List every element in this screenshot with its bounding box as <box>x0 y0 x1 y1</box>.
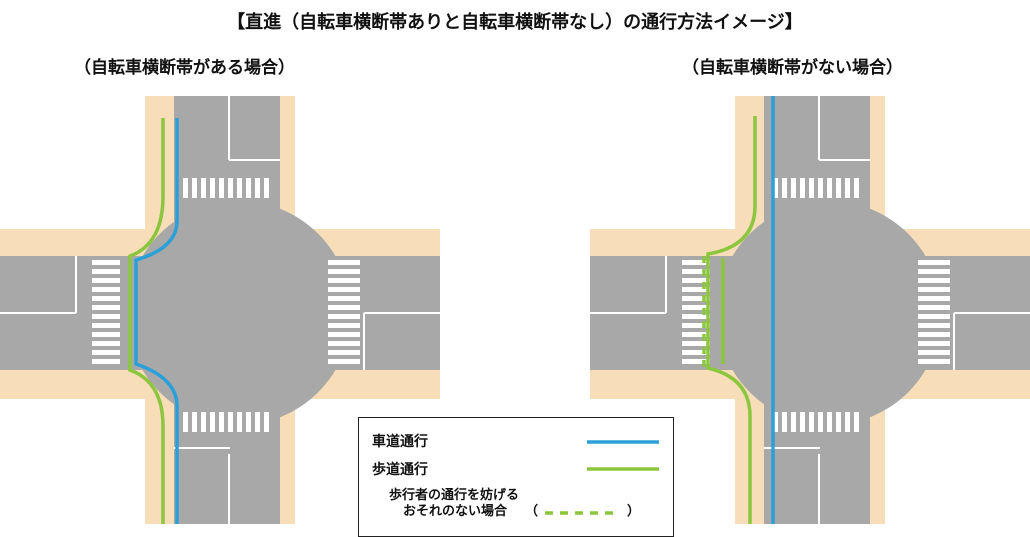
road-surface <box>590 96 1030 524</box>
subtitle-without-bicycle-crossing: （自転車横断帯がない場合） <box>682 58 903 78</box>
crosswalk-west <box>682 260 710 364</box>
crosswalk-south <box>183 412 269 432</box>
legend-dashed-line-sample <box>545 511 619 515</box>
legend-sidewalk-line-sample <box>587 467 659 471</box>
road-markings <box>590 96 1030 524</box>
diagram-title: 【直進（自転車横断帯ありと自転車横断帯なし）の通行方法イメージ】 <box>227 12 803 33</box>
legend-roadway-label: 車道通行 <box>372 434 428 450</box>
legend-note-close-paren: ） <box>627 504 641 519</box>
legend-note-line1: 歩行者の通行を妨げる <box>389 488 520 503</box>
crosswalk-west <box>92 260 120 364</box>
subtitle-with-bicycle-crossing: （自転車横断帯がある場合） <box>74 58 295 78</box>
legend-note-open-paren: （ <box>525 504 539 519</box>
crosswalk-north <box>773 178 859 198</box>
roadway-route-line <box>134 118 179 524</box>
legend-roadway-line-sample <box>587 440 659 444</box>
crosswalk-east <box>328 260 360 364</box>
sidewalk-route-line <box>706 116 757 524</box>
legend-box: 車道通行 歩道通行 歩行者の通行を妨げる おそれのない場合 （ ） <box>358 417 674 537</box>
road-surface <box>0 96 440 524</box>
legend-note-line2: おそれのない場合 <box>403 504 508 519</box>
crosswalk-south <box>773 412 859 432</box>
crosswalk-north <box>183 178 269 198</box>
intersection-without-bicycle-crossing <box>590 96 1030 524</box>
road-markings <box>0 96 440 524</box>
crosswalk-east <box>918 260 950 364</box>
intersection-with-bicycle-crossing <box>0 96 440 524</box>
sidewalk-route-line <box>128 118 165 524</box>
legend-sidewalk-label: 歩道通行 <box>372 462 428 478</box>
